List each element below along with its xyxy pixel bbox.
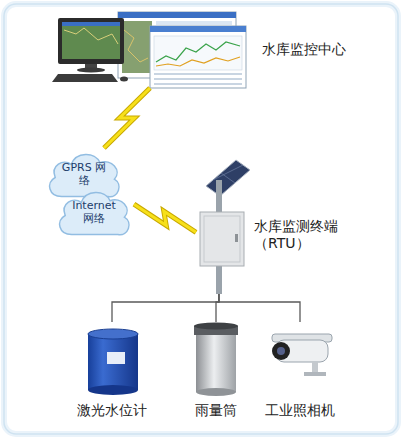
camera-base [304, 372, 326, 376]
chart-area [154, 36, 242, 70]
network-cloud: Internet 网络 [54, 186, 134, 238]
chart-line [156, 57, 240, 66]
monitor-bezel [58, 18, 124, 64]
screen-map-line [64, 28, 118, 44]
cable-link [219, 294, 300, 322]
node-label: 雨量筒 [166, 402, 266, 419]
node-label: Internet 网络 [70, 199, 118, 225]
keyboard [52, 74, 118, 82]
node-label: 水库监控中心 [262, 41, 372, 58]
node-label: 水库监测终端 （RTU） [254, 218, 346, 252]
sensor-device: 激光水位计 [72, 322, 152, 422]
chart-line [156, 42, 240, 62]
network-cloud: GPRS 网络 [44, 148, 124, 200]
table-row [154, 73, 242, 75]
window-titlebar [118, 12, 236, 18]
cloud-outline [50, 154, 119, 196]
table-row [154, 83, 242, 85]
solar-panel [206, 160, 250, 196]
monitor-screen [62, 22, 120, 59]
mouse [120, 77, 128, 82]
toolbar [156, 21, 232, 25]
map-river [124, 30, 148, 62]
wireless-link [104, 88, 150, 148]
frame-glow [4, 4, 398, 434]
rtu-cabinet [200, 212, 244, 266]
window-titlebar [150, 26, 246, 32]
node-label: 激光水位计 [62, 402, 162, 419]
lightning-outline [104, 88, 150, 148]
camera-mount [312, 362, 318, 372]
screen-titlebar [62, 22, 120, 26]
rain-gauge-bottom [196, 388, 236, 396]
frame-border [4, 4, 398, 434]
monitor-center: 水库监控中心 [50, 8, 370, 88]
laser-meter-bottom [88, 385, 138, 395]
rain-gauge-mouth [194, 323, 238, 330]
monitor-base [77, 68, 105, 73]
laser-meter-body [88, 334, 138, 390]
node-label: 工业照相机 [250, 402, 350, 419]
cabinet-handle [235, 234, 238, 242]
sensor-device: 工业照相机 [260, 322, 340, 422]
panel-grid [221, 173, 235, 183]
cabinet-door [204, 216, 240, 262]
table-row [154, 78, 242, 80]
cloud-outline [60, 192, 129, 234]
wireless-link [134, 204, 196, 232]
software-window [150, 26, 246, 88]
sensor-device: 雨量筒 [176, 322, 256, 422]
camera-lens [272, 342, 290, 360]
cable-link [112, 294, 219, 322]
node-label: GPRS 网络 [60, 161, 108, 187]
camera-lens-glass [277, 347, 285, 355]
laser-meter-top [88, 329, 138, 339]
rain-gauge-body [196, 332, 236, 392]
lightning-outline [134, 204, 196, 232]
rtu-terminal: 水库监测终端 （RTU） [196, 160, 352, 294]
meter-plate [107, 352, 125, 364]
map-panel [122, 21, 152, 73]
